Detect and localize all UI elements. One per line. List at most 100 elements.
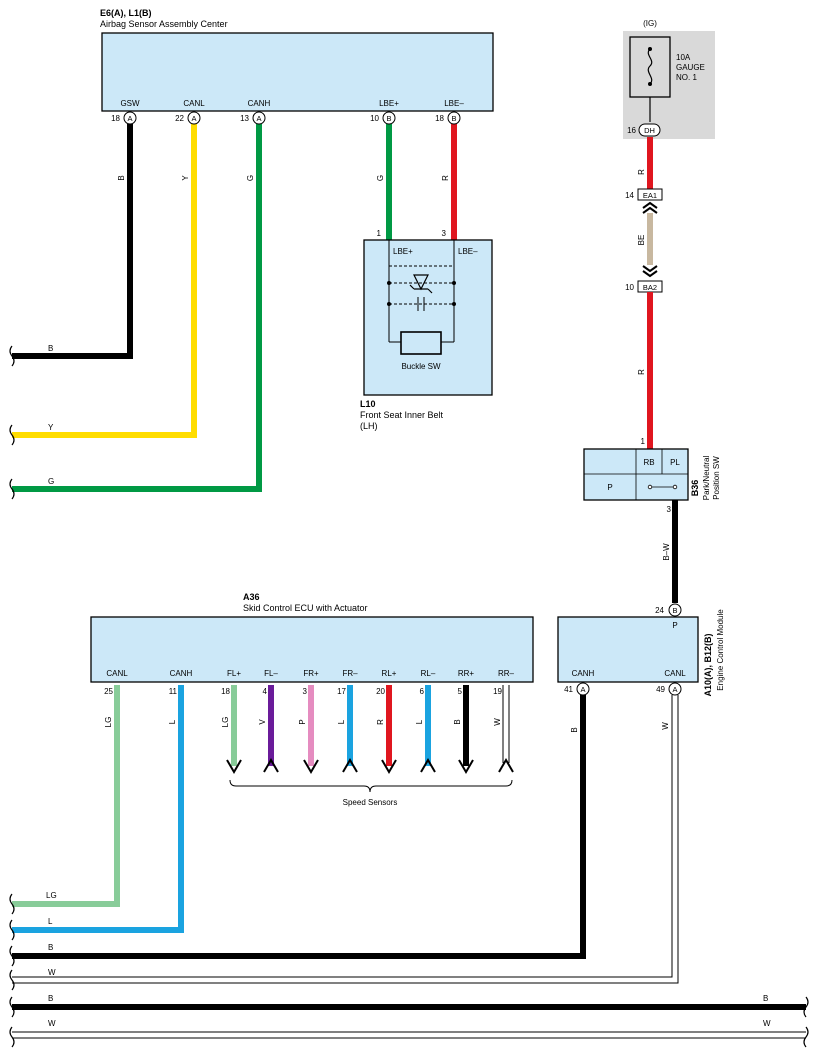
wire-label-w: W — [763, 1019, 771, 1028]
arrow-up-icon — [498, 758, 514, 773]
arrow-down-icon — [381, 759, 397, 774]
wire-label-y: Y — [48, 423, 54, 432]
park-name-line1: Park/Neutral — [702, 456, 711, 501]
wire-break-mark — [9, 345, 15, 367]
pin-connector: B — [451, 114, 456, 123]
airbag-pin-lbe-minus: 18 B — [435, 111, 461, 125]
wire-label-g: G — [376, 175, 385, 181]
wire-label-b: B — [570, 727, 579, 732]
wire-label: LG — [221, 717, 230, 728]
ecm-box — [557, 616, 699, 683]
park-contact — [672, 484, 678, 490]
wire-label-b: B — [48, 943, 53, 952]
wire-canl-y — [12, 124, 197, 438]
buckle-switch-schematic — [388, 240, 455, 355]
airbag-pin-label-lbe-plus: LBE+ — [379, 99, 399, 108]
skid-pin-rr-plus: RR+5B — [453, 669, 475, 774]
wire-label-b-w: B–W — [662, 543, 671, 561]
park-contact — [647, 484, 653, 490]
wire-label: V — [258, 719, 267, 725]
skid-pin-label: FR– — [342, 669, 358, 678]
ecm-p-pin-number: 24 — [655, 606, 664, 615]
wire-label-r: R — [637, 369, 646, 375]
arrow-up-icon — [263, 758, 279, 773]
airbag-name: Airbag Sensor Assembly Center — [100, 19, 228, 29]
wire-label-l: L — [168, 719, 177, 724]
skid-pin-rl-plus: RL+20R — [376, 669, 397, 774]
wire-label: B — [453, 719, 462, 724]
wire-label-r: R — [441, 175, 450, 181]
pin-number: 22 — [175, 114, 184, 123]
skid-pin-number: 25 — [104, 687, 113, 696]
pin-number: 13 — [240, 114, 249, 123]
pin-connector: B — [386, 114, 391, 123]
skid-pin-number: 3 — [303, 687, 308, 696]
airbag-pin-canh: 13 A — [240, 111, 266, 125]
ecm-p-label: P — [672, 621, 677, 630]
skid-pin-rl-minus: RL–6L — [415, 669, 436, 773]
wire-label-w: W — [48, 968, 56, 977]
ba2-label: BA2 — [643, 283, 657, 292]
belt-pin-label-minus: LBE– — [458, 247, 478, 256]
skid-ecu-box — [90, 616, 534, 683]
arrow-up-icon — [420, 758, 436, 773]
skid-pin-label: FL– — [264, 669, 278, 678]
skid-pin-fr-minus: FR–17L — [337, 669, 358, 773]
arrow-down-icon — [458, 759, 474, 774]
speed-sensors-brace — [229, 779, 513, 793]
skid-pin-fr-plus: FR+ 3P — [298, 669, 319, 774]
ba2-pin-number: 10 — [625, 283, 634, 292]
ea1-connector — [637, 188, 663, 201]
ecm-id: A10(A), B12(B) — [703, 633, 713, 696]
wire-ecm-canl-w-inner — [12, 695, 679, 984]
wire-label-be: BE — [637, 235, 646, 246]
skid-name: Skid Control ECU with Actuator — [243, 603, 368, 613]
wire-label-l: L — [48, 917, 53, 926]
ecm-canh-pin: 41 A — [564, 682, 590, 696]
ea1-pin-number: 14 — [625, 191, 634, 200]
fuse-terminal — [648, 82, 652, 86]
airbag-pin-gsw: 18 A — [111, 111, 137, 125]
ecm-canl-pin: 49 A — [656, 682, 682, 696]
junction-dot — [387, 281, 391, 285]
airbag-pin-lbe-plus: 10 B — [370, 111, 396, 125]
airbag-id: E6(A), L1(B) — [100, 8, 152, 18]
fuse-connector — [638, 123, 661, 137]
skid-id: A36 — [243, 592, 260, 602]
wire-break-mark — [9, 424, 15, 446]
junction-dot — [452, 302, 456, 306]
wire-label: R — [376, 719, 385, 725]
ecm-p-connector: B — [672, 606, 677, 615]
ig-label: (IG) — [643, 19, 657, 28]
wire-label-w: W — [48, 1019, 56, 1028]
fuse-connector-label: DH — [644, 126, 655, 135]
junction-dot — [387, 302, 391, 306]
wire-label-lg: LG — [104, 717, 113, 728]
skid-pin-label: FR+ — [303, 669, 319, 678]
belt-id: L10 — [360, 399, 376, 409]
fuse-box — [629, 36, 671, 98]
wire-canh-g — [12, 124, 262, 492]
airbag-pin-label-canl: CANL — [183, 99, 205, 108]
park-pin-top: 1 — [641, 437, 646, 446]
skid-pin-label: RR+ — [458, 669, 475, 678]
zener-diode-icon — [413, 274, 429, 291]
airbag-pin-label-gsw: GSW — [120, 99, 140, 108]
fuse-rating: 10A — [676, 53, 691, 62]
speed-sensors-label: Speed Sensors — [343, 798, 398, 807]
park-pin-bottom: 3 — [667, 505, 672, 514]
wire-label-y: Y — [181, 175, 190, 181]
belt-name: Front Seat Inner Belt — [360, 410, 444, 420]
wire-label-lg: LG — [46, 891, 57, 900]
ecm-canh-label: CANH — [572, 669, 595, 678]
wire-label-b: B — [763, 994, 768, 1003]
airbag-pin-canl: 22 A — [175, 111, 201, 125]
ecm-p-pin — [668, 603, 682, 617]
pin-connector: A — [672, 685, 677, 694]
wire-skid-canl-lg — [12, 685, 120, 907]
wire-label: P — [298, 719, 307, 724]
